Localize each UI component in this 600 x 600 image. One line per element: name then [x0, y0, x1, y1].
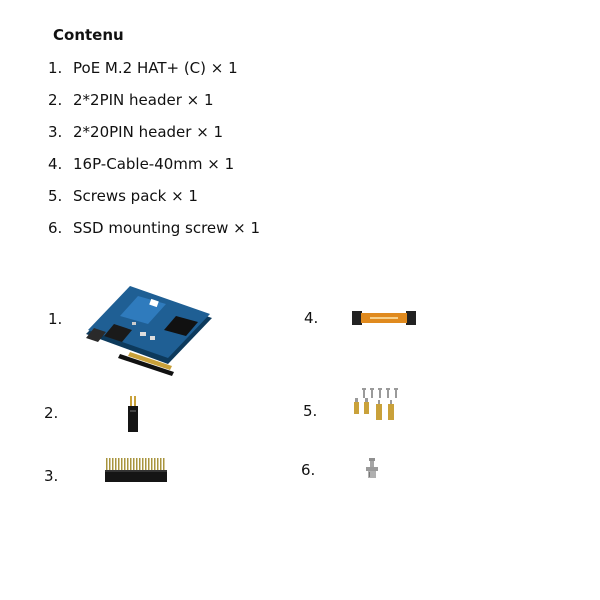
contents-title: Contenu	[53, 26, 124, 44]
list-item-text: 2*20PIN header × 1	[73, 123, 224, 141]
list-item: 4. 16P-Cable-40mm × 1	[48, 154, 260, 186]
pin-header-2x20-icon	[105, 458, 167, 482]
poe-hat-board-icon	[86, 286, 212, 376]
list-item-number: 3.	[48, 123, 63, 141]
photo-number-4: 4.	[304, 309, 319, 327]
list-item-text: PoE M.2 HAT+ (C) × 1	[73, 59, 238, 77]
fpc-cable-icon	[352, 311, 416, 325]
list-item-text: SSD mounting screw × 1	[73, 219, 261, 237]
photo-number-3: 3.	[44, 467, 59, 485]
list-item-number: 6.	[48, 219, 63, 237]
pin-header-2x2-icon	[128, 396, 138, 432]
list-item: 2. 2*2PIN header × 1	[48, 90, 260, 122]
photo-number-6: 6.	[301, 461, 316, 479]
mounting-screw-icon	[366, 458, 378, 478]
list-item-text: Screws pack × 1	[73, 187, 198, 205]
list-item: 6. SSD mounting screw × 1	[48, 218, 260, 250]
list-item-number: 2.	[48, 91, 63, 109]
contents-list: 1. PoE M.2 HAT+ (C) × 1 2. 2*2PIN header ×…	[48, 58, 260, 250]
list-item: 1. PoE M.2 HAT+ (C) × 1	[48, 58, 260, 90]
photo-number-1: 1.	[48, 310, 63, 328]
list-item-number: 4.	[48, 155, 63, 173]
list-item: 3. 2*20PIN header × 1	[48, 122, 260, 154]
screws-pack-icon	[354, 388, 398, 420]
list-item-text: 2*2PIN header × 1	[73, 91, 214, 109]
list-item-number: 5.	[48, 187, 63, 205]
photo-number-5: 5.	[303, 402, 318, 420]
list-item: 5. Screws pack × 1	[48, 186, 260, 218]
list-item-number: 1.	[48, 59, 63, 77]
list-item-text: 16P-Cable-40mm × 1	[73, 155, 235, 173]
photo-number-2: 2.	[44, 404, 59, 422]
